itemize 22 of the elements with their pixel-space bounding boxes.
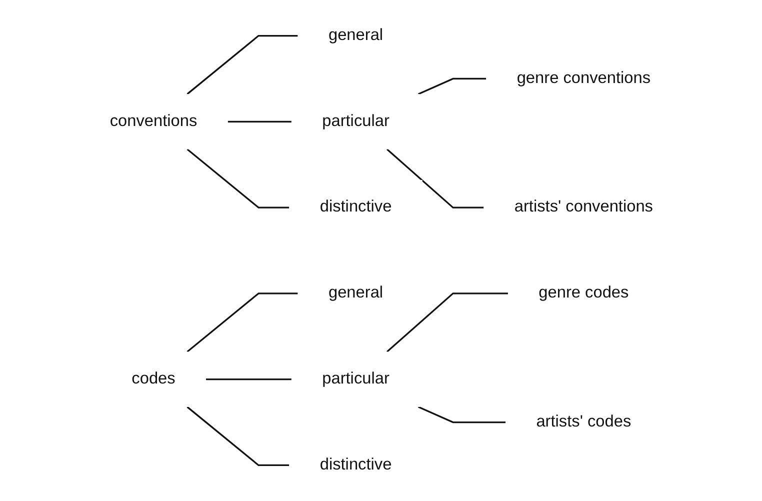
connector [186, 34, 298, 95]
node-text: particular [322, 112, 389, 130]
node-text: codes [131, 370, 175, 388]
connector [206, 378, 292, 380]
connector [386, 148, 484, 208]
node-text: genre codes [538, 284, 628, 302]
node-text: artists' codes [536, 413, 631, 430]
node-text: artists' conventions [514, 198, 653, 216]
connector [227, 120, 292, 122]
node-text: particular [322, 370, 389, 388]
connector [418, 406, 506, 424]
connector [186, 406, 289, 466]
connector [386, 292, 508, 352]
node-text: genre conventions [516, 70, 650, 87]
node-text: distinctive [319, 198, 392, 216]
node-text: conventions [109, 112, 197, 130]
node-text: distinctive [319, 456, 392, 474]
node-text: general [328, 26, 383, 44]
connector [418, 78, 486, 95]
connector [186, 292, 298, 352]
node-text: general [328, 284, 383, 302]
connector [186, 148, 289, 208]
